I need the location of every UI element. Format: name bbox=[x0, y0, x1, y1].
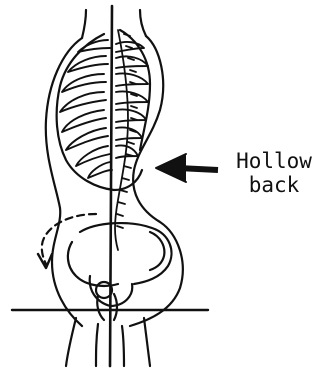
neck-left bbox=[82, 10, 86, 38]
pelvis-sacrum bbox=[150, 232, 164, 270]
plumb-line bbox=[110, 6, 112, 366]
leg-left-inner bbox=[96, 324, 98, 366]
hollow-back-arrow-head bbox=[156, 154, 186, 182]
femur-left bbox=[97, 296, 104, 320]
leg-right-outer bbox=[144, 318, 150, 366]
neck-right bbox=[140, 10, 146, 36]
pelvis-outline bbox=[80, 223, 171, 284]
leg-right-inner bbox=[122, 326, 124, 366]
hollow-back-label-line1: Hollow bbox=[218, 149, 330, 173]
front-outline bbox=[46, 38, 82, 326]
leg-left-outer bbox=[66, 318, 76, 366]
femur-right bbox=[114, 294, 117, 320]
hollow-back-label-line2: back bbox=[218, 173, 330, 197]
